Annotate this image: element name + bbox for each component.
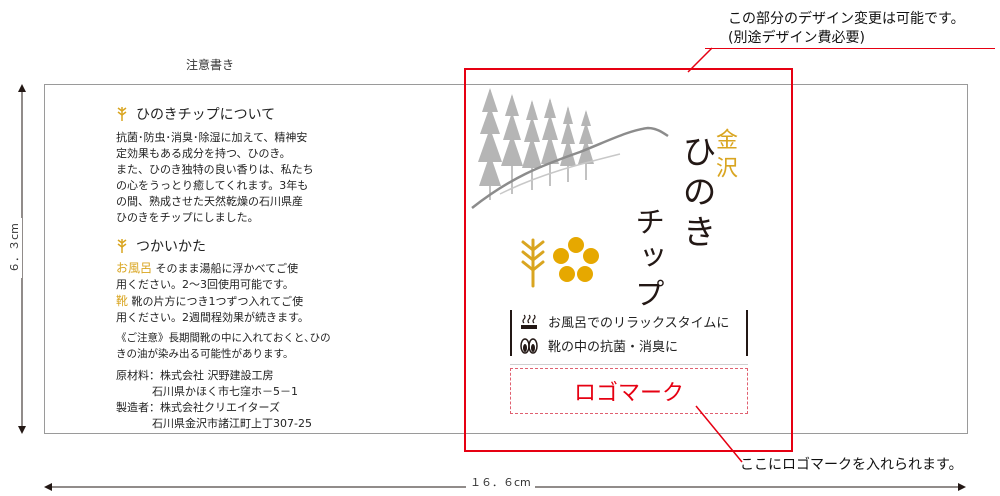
logo-note: ここにロゴマークを入れられます。	[740, 457, 963, 473]
bath-line1: そのまま湯船に浮かべてご使	[152, 262, 299, 275]
wheat-icon	[117, 239, 127, 253]
shoe-line1: 靴の片方につき1つずつ入れてご使	[128, 295, 304, 308]
about-title: ひのきチップについて	[136, 107, 276, 123]
left-text-panel: ひのきチップについて 抗菌･防虫･消臭･除湿に加えて、精神安 定効果もある成分を…	[116, 104, 456, 432]
usage-title: つかいかた	[136, 239, 206, 255]
design-change-note: この部分のデザイン変更は可能です。 (別途デザイン費必要)	[728, 10, 965, 48]
region-name: 金沢	[712, 128, 737, 184]
note-line2: きの油が染み出る可能性があります。	[116, 348, 294, 360]
design-change-note-line1: この部分のデザイン変更は可能です。	[728, 11, 965, 27]
usage-shoe-row: 靴の中の抗菌・消臭に	[520, 336, 678, 355]
maker-address: 石川県金沢市諸江町上丁307-25	[152, 417, 312, 430]
usage-bracket-right	[746, 310, 748, 356]
width-dimension-label: １６．６cm	[466, 474, 535, 490]
about-line: また、ひのき独特の良い香りは、私たち	[116, 163, 314, 176]
wheat-emblem-icon	[521, 238, 545, 288]
about-line: 抗菌･防虫･消臭･除湿に加えて、精神安	[116, 131, 308, 144]
product-name-top: ひのき	[676, 134, 716, 254]
usage-shoe-text: 靴の中の抗菌・消臭に	[548, 340, 679, 355]
caution-note: 《ご注意》長期間靴の中に入れておくと､ひの きの油が染み出る可能性があります。	[116, 330, 456, 362]
annotation-leader-bottom	[695, 405, 743, 463]
material-company: 株式会社 沢野建設工房	[160, 369, 274, 382]
usage-bath-row: お風呂でのリラックスタイムに	[520, 312, 729, 331]
product-name-bottom: チップ	[629, 206, 664, 314]
maker-company: 株式会社クリエイターズ	[160, 401, 281, 414]
material-label: 原材料：	[116, 369, 160, 382]
usage-bath-text: お風呂でのリラックスタイムに	[548, 316, 730, 331]
maker-label: 製造者：	[116, 401, 160, 414]
usage-bracket-left	[510, 310, 512, 356]
about-line: の間、熟成させた天然乾燥の石川県産	[116, 195, 303, 208]
note-line1: 《ご注意》長期間靴の中に入れておくと､ひの	[116, 332, 331, 344]
manufacturer-info: 原材料：株式会社 沢野建設工房 石川県かほく市七窪ホ－5－1 製造者：株式会社ク…	[116, 368, 456, 432]
shoe-line2: 用ください。2週間程効果が続きます。	[116, 311, 309, 324]
bath-line2: 用ください。2～3回使用可能です。	[116, 278, 294, 291]
wheat-icon	[117, 107, 127, 121]
shoes-icon	[520, 337, 538, 354]
usage-divider	[510, 364, 748, 365]
plum-blossom-icon	[553, 237, 599, 282]
hot-bath-icon	[521, 314, 537, 329]
shoe-instruction: 靴 靴の片方につき1つずつ入れてご使	[116, 293, 456, 310]
usage-heading: つかいかた	[116, 236, 456, 256]
usage-body: お風呂 そのまま湯船に浮かべてご使 用ください。2～3回使用可能です。 靴 靴の…	[116, 260, 456, 326]
design-change-note-line2: (別途デザイン費必要)	[728, 30, 865, 46]
material-address: 石川県かほく市七窪ホ－5－1	[152, 385, 298, 398]
about-line: の心をうっとり癒してくれます。3年も	[116, 179, 309, 192]
editable-design-area	[464, 68, 793, 452]
about-heading: ひのきチップについて	[116, 104, 456, 124]
logo-placeholder-box: ロゴマーク	[510, 368, 748, 414]
shoe-label: 靴	[116, 294, 129, 308]
annotation-underline	[705, 48, 995, 49]
height-dimension-arrow	[18, 84, 26, 434]
material-row: 原材料：株式会社 沢野建設工房	[116, 368, 456, 384]
forest-illustration	[471, 88, 669, 209]
package-panel	[44, 84, 968, 434]
about-line: 定効果もある成分を持つ、ひのき。	[116, 147, 291, 160]
logo-placeholder-text: ロゴマーク	[573, 381, 684, 406]
caution-label: 注意書き	[186, 58, 235, 72]
bath-instruction: お風呂 そのまま湯船に浮かべてご使	[116, 260, 456, 277]
bath-label: お風呂	[116, 261, 153, 275]
about-line: ひのきをチップにしました。	[116, 211, 259, 224]
height-dimension-label: ６．３cm	[6, 218, 22, 278]
about-body: 抗菌･防虫･消臭･除湿に加えて、精神安 定効果もある成分を持つ、ひのき。 また、…	[116, 130, 456, 226]
maker-row: 製造者：株式会社クリエイターズ	[116, 400, 456, 416]
